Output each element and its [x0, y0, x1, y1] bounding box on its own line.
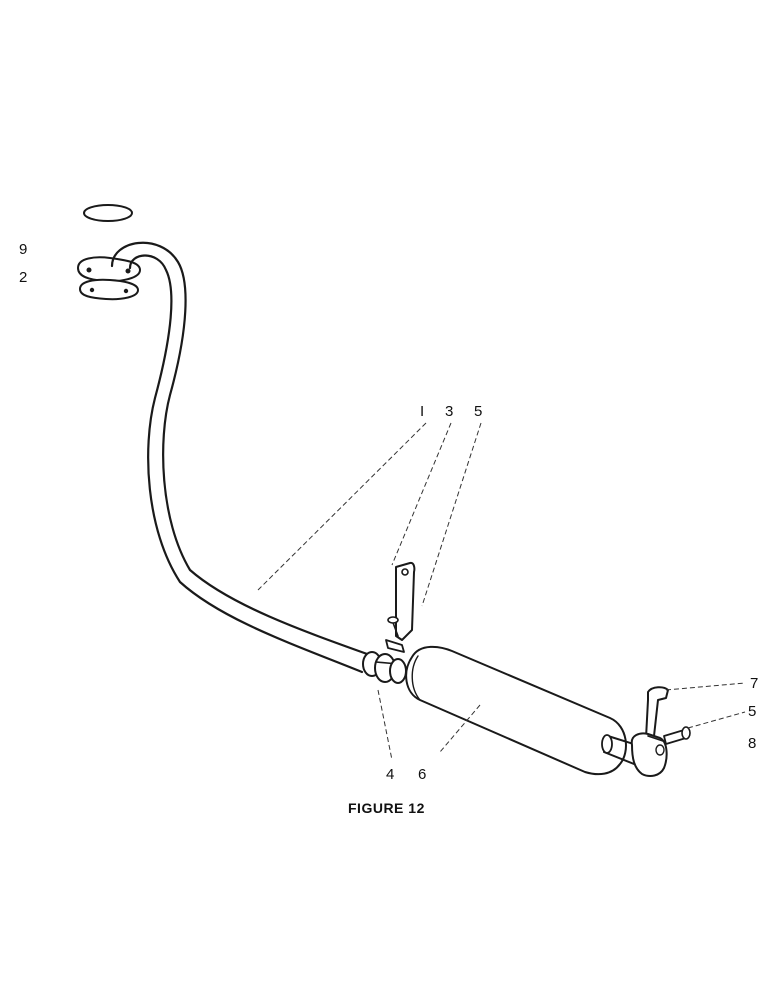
callout-7: 7: [750, 675, 758, 692]
callout-1: I: [420, 403, 424, 420]
callout-4: 4: [386, 766, 394, 783]
front-pipe-part-1: [110, 241, 372, 674]
callout-6: 6: [418, 766, 426, 783]
leader-lines: [257, 422, 746, 761]
callout-8: 8: [748, 735, 756, 752]
callout-9: 9: [19, 241, 27, 258]
callout-2: 2: [19, 269, 27, 286]
flange-part-2: [77, 256, 141, 301]
callout-5-right: 5: [748, 703, 756, 720]
silencer-part-6: [389, 645, 627, 776]
figure-caption: FIGURE 12: [348, 800, 425, 816]
gasket-part-9: [83, 204, 133, 222]
callout-5-top: 5: [474, 403, 482, 420]
tail-pipe: [601, 734, 641, 765]
rear-hanger-part-7: [630, 686, 691, 777]
mounting-bracket-part-3: [385, 561, 416, 653]
callout-3: 3: [445, 403, 453, 420]
